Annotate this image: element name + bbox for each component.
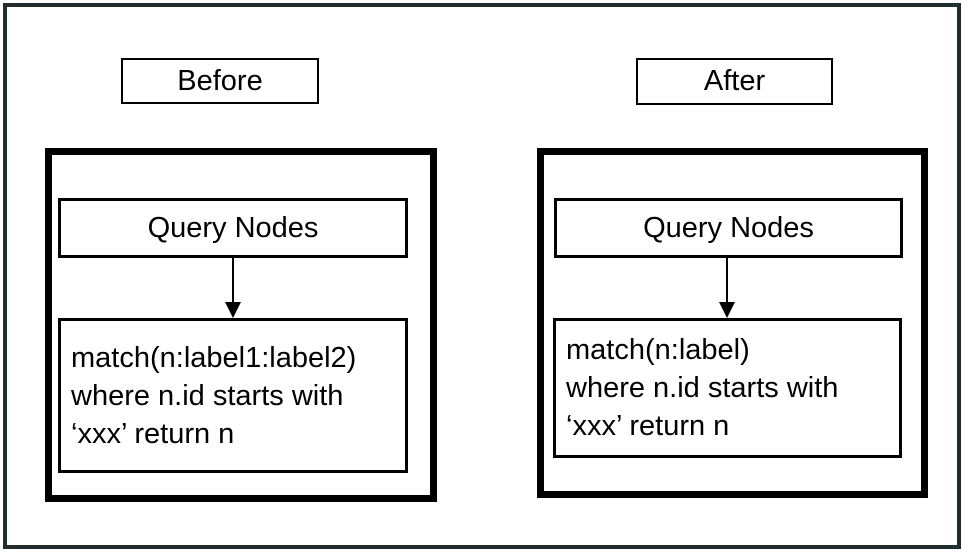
after-query-nodes-label: Query Nodes — [643, 211, 814, 244]
query-line: match(n:label) — [566, 334, 750, 366]
before-arrow-down-icon — [225, 302, 241, 318]
after-arrow-line — [726, 258, 728, 302]
outer-frame — [3, 3, 961, 549]
after-arrow-down-icon — [719, 302, 735, 318]
before-query-nodes-box: Query Nodes — [58, 198, 408, 258]
before-query-text-box: match(n:label1:label2) where n.id starts… — [58, 318, 408, 473]
after-query-nodes-box: Query Nodes — [554, 198, 903, 258]
query-line: match(n:label1:label2) — [71, 341, 357, 374]
before-title-label: Before — [177, 64, 263, 97]
query-line: ‘xxx’ return n — [71, 417, 235, 450]
before-title-box: Before — [121, 58, 319, 104]
after-title-label: After — [703, 65, 766, 97]
before-query-nodes-label: Query Nodes — [147, 211, 319, 244]
after-title-box: After — [636, 58, 833, 105]
after-query-text-box: match(n:label) where n.id starts with ‘x… — [553, 318, 902, 458]
query-line: where n.id starts with — [71, 379, 344, 412]
query-line: ‘xxx’ return n — [566, 410, 730, 442]
query-line: where n.id starts with — [566, 372, 839, 404]
before-arrow-line — [232, 258, 234, 302]
